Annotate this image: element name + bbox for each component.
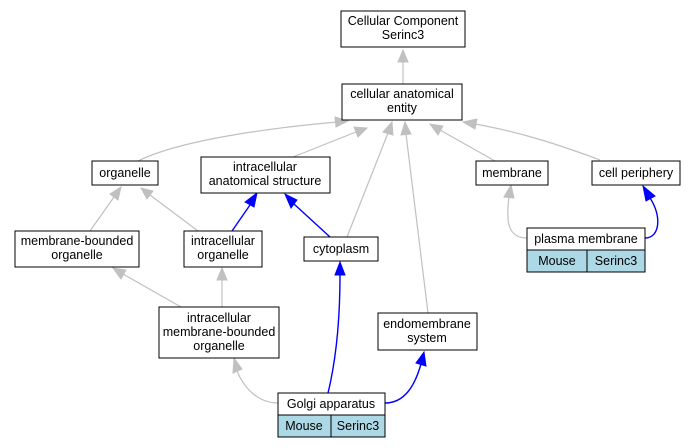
- arrowhead: [503, 183, 515, 199]
- arrowhead: [400, 120, 412, 136]
- edge-mbo-to-organelle: [89, 196, 115, 232]
- arrowhead: [353, 126, 369, 138]
- edge-periphery-to-entity: [474, 123, 601, 161]
- edge-golgi-to-imbo: [236, 370, 279, 404]
- gene-cell: [330, 414, 386, 438]
- node-cellular-component-serinc3[interactable]: Cellular Component Serinc3: [340, 10, 466, 48]
- node-label-line1: intracellular: [233, 160, 297, 174]
- node-label: membrane: [482, 166, 542, 180]
- node-label-line1: cellular anatomical: [350, 87, 454, 101]
- node-label-line2: entity: [387, 101, 418, 115]
- arrowhead: [232, 356, 243, 374]
- node-endomembrane-system[interactable]: endomembrane system: [377, 312, 478, 351]
- arrowhead: [415, 350, 427, 367]
- arrowhead: [334, 260, 346, 276]
- arrowhead: [397, 48, 409, 63]
- node-intracellular-membrane-bounded-organelle[interactable]: intracellular membrane-bounded organelle: [158, 306, 280, 359]
- node-label-line1: intracellular: [187, 311, 251, 325]
- edge-golgi-to-cytoplasm: [327, 274, 341, 394]
- edge-cytoplasm-to-ias: [293, 203, 331, 238]
- edge-golgi-to-endomembrane: [384, 363, 422, 404]
- node-label-line2: anatomical structure: [209, 174, 322, 188]
- node-label: cell periphery: [599, 166, 674, 180]
- edge-endomembrane-to-entity: [405, 133, 429, 314]
- arrowhead: [428, 123, 444, 136]
- arrowhead: [109, 185, 122, 201]
- arrowhead: [382, 120, 394, 136]
- node-label: organelle: [99, 166, 150, 180]
- node-label: cytoplasm: [313, 242, 369, 256]
- node-label-line1: intracellular: [191, 234, 255, 248]
- edge-pm-to-membrane: [507, 196, 528, 239]
- node-cell-periphery[interactable]: cell periphery: [591, 160, 681, 186]
- arrowhead: [216, 266, 228, 281]
- gene-label: Serinc3: [595, 254, 637, 268]
- arrowhead: [461, 118, 478, 130]
- node-plasma-membrane[interactable]: plasma membrane Mouse Serinc3: [526, 227, 646, 273]
- node-cellular-anatomical-entity[interactable]: cellular anatomical entity: [341, 83, 463, 121]
- edge-ias-to-entity: [292, 131, 357, 158]
- node-label-line1: Cellular Component: [348, 14, 459, 28]
- species-label: Mouse: [538, 254, 576, 268]
- edge-pm-to-periphery: [644, 197, 659, 239]
- node-cytoplasm[interactable]: cytoplasm: [303, 236, 379, 262]
- edges: [89, 48, 659, 404]
- node-organelle[interactable]: organelle: [91, 160, 159, 186]
- node-label-line2: membrane-bounded: [163, 325, 276, 339]
- edge-cytoplasm-to-entity: [346, 132, 389, 238]
- node-label: plasma membrane: [534, 232, 638, 246]
- edge-io-to-ias: [231, 204, 251, 232]
- edge-organelle-to-entity: [137, 121, 338, 162]
- edge-membrane-to-entity: [439, 129, 496, 162]
- node-golgi-apparatus[interactable]: Golgi apparatus Mouse Serinc3: [277, 392, 386, 438]
- edge-io-to-organelle: [149, 194, 199, 232]
- node-label-line1: endomembrane: [383, 317, 471, 331]
- node-label-line2: organelle: [51, 248, 102, 262]
- node-label-line2: organelle: [197, 248, 248, 262]
- node-membrane-bounded-organelle[interactable]: membrane-bounded organelle: [14, 230, 140, 268]
- node-label-line2: Serinc3: [382, 28, 424, 42]
- arrowhead: [140, 187, 154, 200]
- arrowhead: [284, 192, 298, 209]
- node-membrane[interactable]: membrane: [475, 160, 549, 186]
- arrowhead: [642, 184, 656, 202]
- species-label: Mouse: [285, 419, 323, 433]
- gene-label: Serinc3: [337, 419, 379, 433]
- node-label: Golgi apparatus: [287, 397, 375, 411]
- node-label-line2: system: [407, 331, 447, 345]
- edge-imbo-to-mbo: [122, 273, 182, 308]
- node-label-line1: membrane-bounded: [21, 234, 134, 248]
- gene-cell: [586, 249, 646, 273]
- arrowhead: [111, 267, 127, 280]
- arrowhead: [244, 191, 258, 208]
- node-intracellular-anatomical-structure[interactable]: intracellular anatomical structure: [200, 156, 331, 194]
- node-intracellular-organelle[interactable]: intracellular organelle: [183, 230, 263, 268]
- node-label-line3: organelle: [193, 339, 244, 353]
